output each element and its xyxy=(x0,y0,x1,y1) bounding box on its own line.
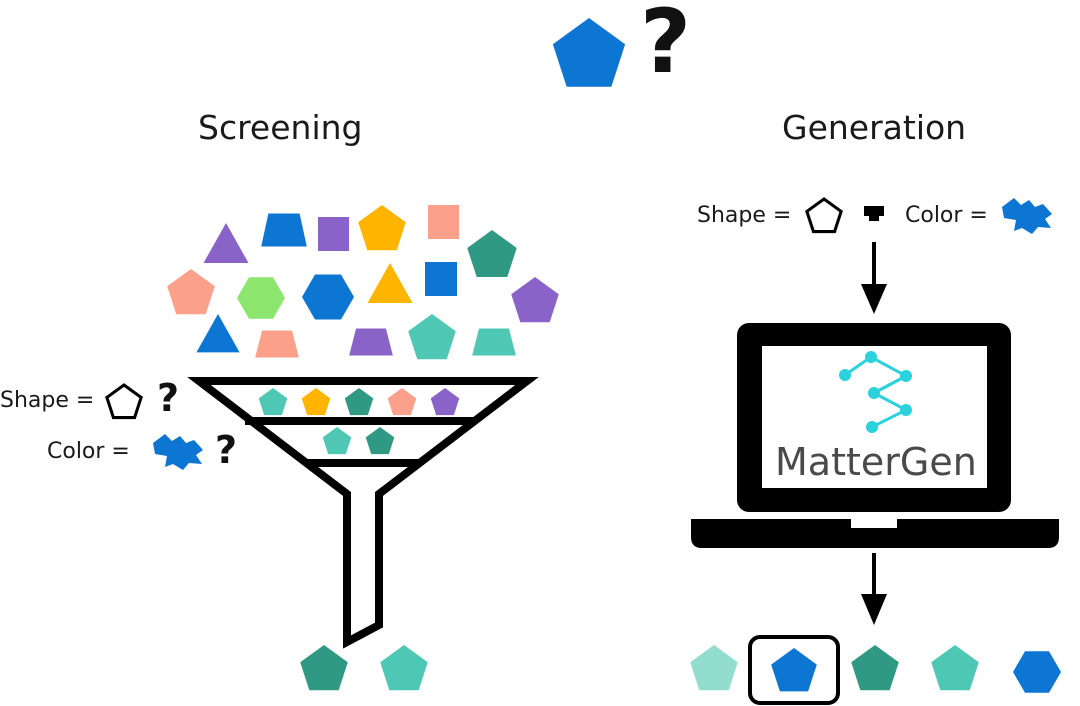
pool-pentagon-darkteal-1 xyxy=(467,230,517,278)
candidate-pool xyxy=(167,205,559,360)
arrow-to-results xyxy=(861,553,887,625)
screening-results xyxy=(300,645,428,691)
result-pentagon-teal xyxy=(380,645,428,691)
laptop-base xyxy=(691,519,1059,548)
mattergen-logo-icon xyxy=(839,351,912,433)
generation-shape-pentagon-icon xyxy=(807,199,841,232)
arrow-to-laptop xyxy=(861,242,887,314)
pool-trapezoid-blue xyxy=(261,213,307,247)
screening-color-swatch-icon xyxy=(153,434,203,470)
gen-pentagon-darkteal xyxy=(851,645,899,691)
gen-pentagon-lightteal xyxy=(690,645,738,691)
laptop-trackpad-notch xyxy=(851,519,897,528)
pool-pentagon-salmon xyxy=(167,269,215,315)
pool-triangle-purple xyxy=(203,223,249,263)
pool-hexagon-blue xyxy=(302,274,354,320)
stage1-pentagon-teal xyxy=(258,388,288,416)
pool-pentagon-amber xyxy=(358,205,406,251)
screening-color-label: Color = xyxy=(47,439,130,464)
pool-triangle-blue xyxy=(196,314,240,353)
screening-funnel xyxy=(187,377,539,649)
result-pentagon-darkteal xyxy=(300,645,348,691)
screening-shape-question-mark: ? xyxy=(157,376,180,420)
plus-icon xyxy=(864,201,884,221)
laptop xyxy=(691,323,1059,548)
target-pentagon xyxy=(552,18,626,87)
app-name-label: MatterGen xyxy=(775,440,977,484)
screening-shape-label: Shape = xyxy=(0,388,95,413)
stage2-pentagon-teal xyxy=(322,427,352,455)
pool-pentagon-purple xyxy=(511,277,559,323)
generation-title: Generation xyxy=(782,108,967,147)
generation-shape-label: Shape = xyxy=(697,203,792,228)
generation-color-swatch-icon xyxy=(1002,198,1052,234)
screening-shape-pentagon-icon xyxy=(107,385,141,418)
stage1-pentagon-darkteal xyxy=(344,388,374,416)
stage1-pentagon-purple xyxy=(430,388,460,416)
laptop-screen xyxy=(762,346,987,488)
stage2-pentagon-darkteal xyxy=(365,427,395,455)
pool-triangle-amber xyxy=(367,263,413,303)
gen-pentagon-blue-selected xyxy=(771,648,817,692)
target-question-mark: ? xyxy=(640,0,692,93)
pool-trapezoid-teal xyxy=(472,328,516,356)
pool-square-salmon xyxy=(428,205,459,239)
pool-trapezoid-purple xyxy=(349,328,393,356)
gen-pentagon-teal xyxy=(931,645,979,691)
selected-candidate-frame xyxy=(748,635,840,705)
pool-square-blue xyxy=(425,262,457,296)
funnel-stage-2-candidates xyxy=(322,427,395,455)
pool-trapezoid-salmon xyxy=(255,330,299,358)
gen-hexagon-blue xyxy=(1013,651,1061,693)
funnel-stage-1-candidates xyxy=(258,388,460,416)
pool-pentagon-teal xyxy=(408,314,456,360)
pool-hexagon-green xyxy=(237,277,285,319)
stage1-pentagon-salmon xyxy=(387,388,417,416)
pool-square-purple xyxy=(318,217,349,251)
generation-results xyxy=(690,635,1061,705)
stage1-pentagon-amber xyxy=(301,388,331,416)
screening-title: Screening xyxy=(198,108,363,147)
generation-color-label: Color = xyxy=(905,203,988,228)
screening-color-question-mark: ? xyxy=(215,428,238,472)
